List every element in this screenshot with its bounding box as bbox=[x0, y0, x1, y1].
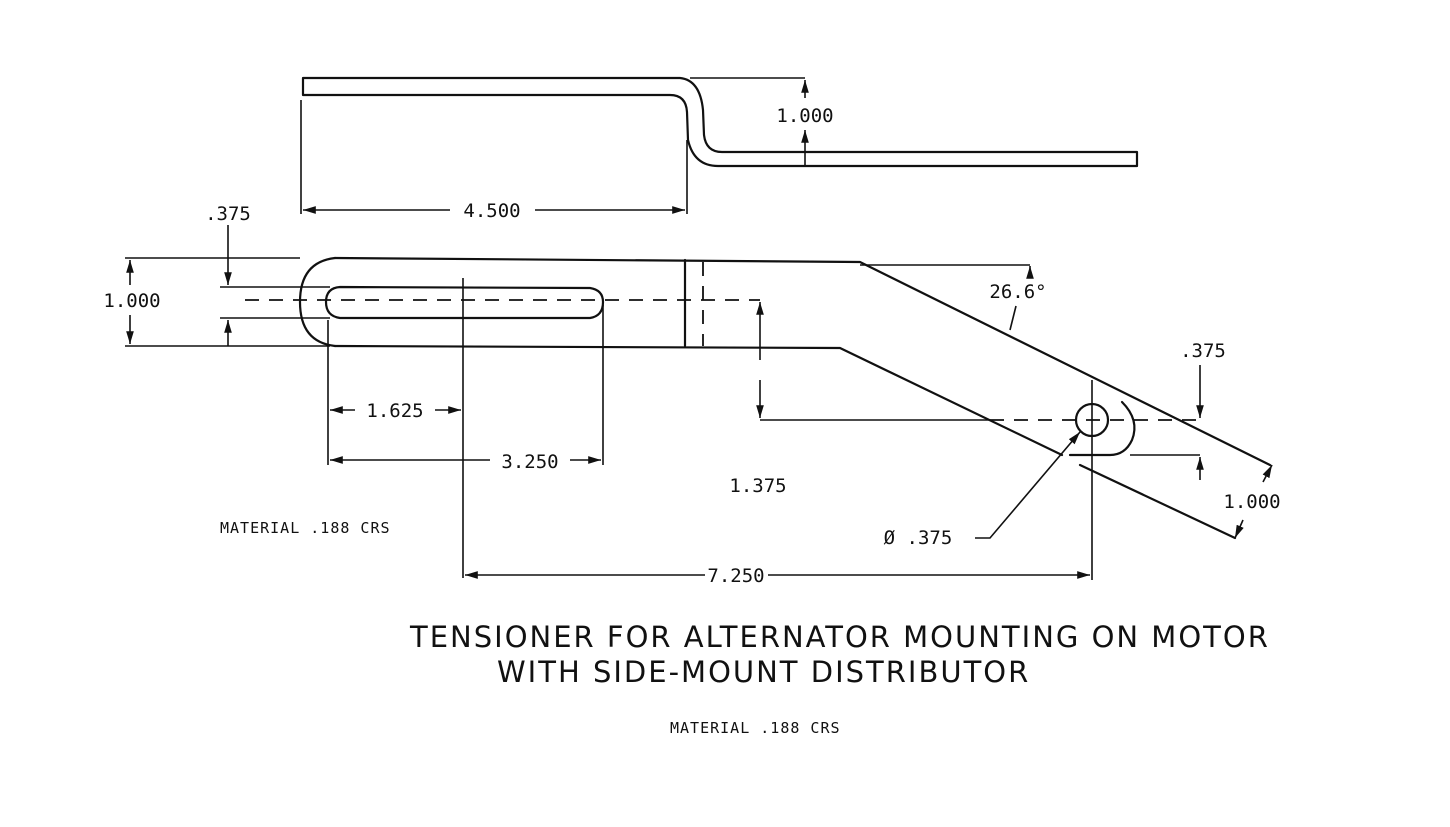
dim-slot-half: 1.625 bbox=[327, 278, 464, 578]
dim-arm-width: 1.000 bbox=[1223, 464, 1281, 539]
plan-view-profile bbox=[245, 256, 1272, 540]
dim-label: 4.500 bbox=[463, 200, 520, 222]
dim-label: 1.375 bbox=[729, 475, 786, 497]
material-footer: MATERIAL .188 CRS bbox=[670, 719, 841, 737]
dim-label: .375 bbox=[205, 203, 251, 225]
side-view-profile bbox=[301, 76, 1139, 168]
dim-hole-offset: .375 bbox=[1180, 340, 1226, 480]
dim-angle: 26.6° bbox=[860, 264, 1047, 331]
drawing-title-line2: WITH SIDE-MOUNT DISTRIBUTOR bbox=[497, 655, 1030, 689]
dim-slot-offset: .375 bbox=[205, 203, 330, 346]
dim-drop: 1.375 bbox=[729, 302, 1205, 497]
dim-label: 3.250 bbox=[501, 451, 558, 473]
dim-label: 26.6° bbox=[989, 281, 1046, 303]
dim-hole-diameter: Ø .375 bbox=[884, 431, 1081, 549]
material-note: MATERIAL .188 CRS bbox=[220, 519, 391, 537]
dim-label: 1.000 bbox=[103, 290, 160, 312]
dim-top-length: 4.500 bbox=[300, 100, 688, 222]
dim-label: 1.625 bbox=[366, 400, 423, 422]
dim-slot-length: 3.250 bbox=[330, 305, 604, 473]
dim-overall-length: 7.250 bbox=[465, 380, 1093, 587]
dim-label: 1.000 bbox=[776, 105, 833, 127]
dim-label: Ø .375 bbox=[884, 527, 953, 549]
drawing-title-line1: TENSIONER FOR ALTERNATOR MOUNTING ON MOT… bbox=[409, 620, 1270, 654]
dim-left-width: 1.000 bbox=[103, 257, 330, 347]
dim-label: 1.000 bbox=[1223, 491, 1280, 513]
dim-label: 7.250 bbox=[707, 565, 764, 587]
dim-label: .375 bbox=[1180, 340, 1226, 362]
dim-top-height: 1.000 bbox=[690, 77, 834, 165]
